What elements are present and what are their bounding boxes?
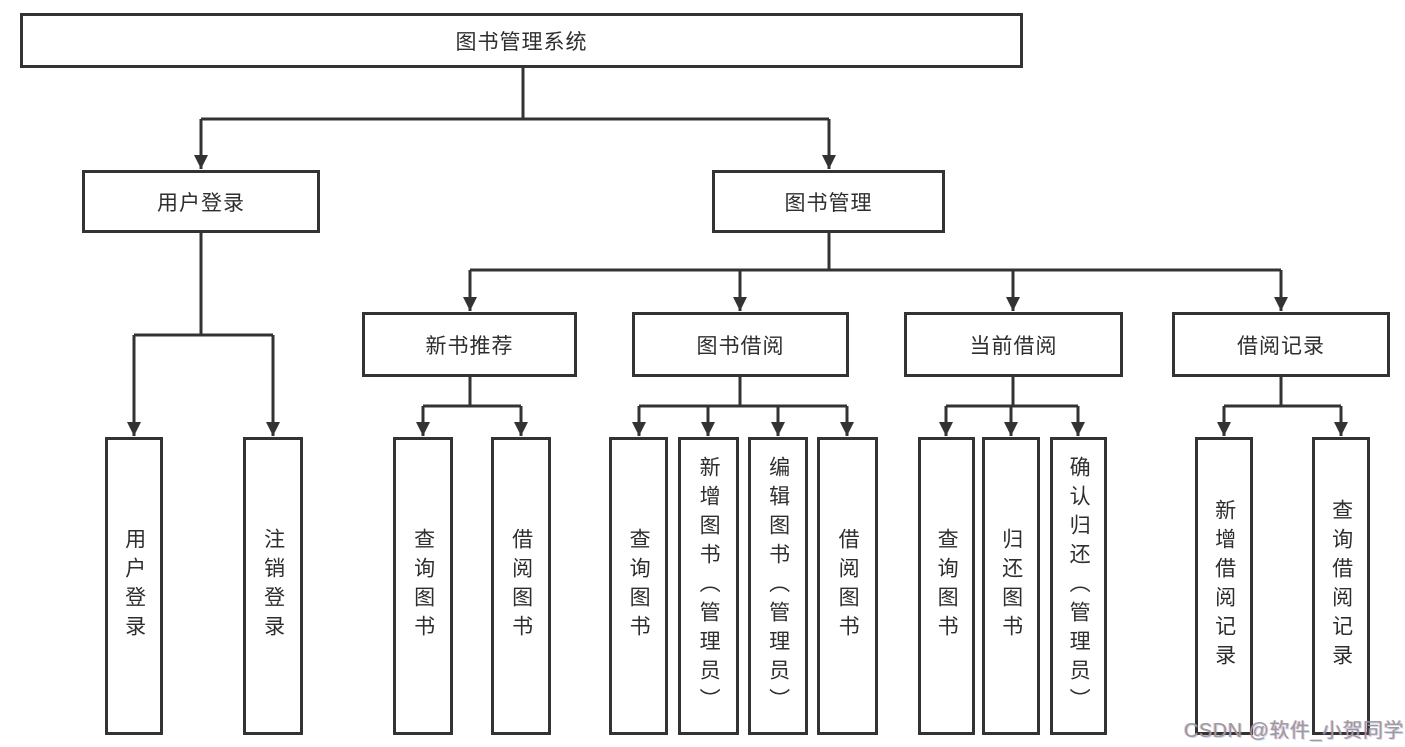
leaf-label: 查询图书 xyxy=(627,528,651,644)
leaf-label: 新增借阅记录 xyxy=(1212,499,1236,673)
leaf-label: 用户登录 xyxy=(122,528,146,644)
leaf-label: 借阅图书 xyxy=(836,528,860,644)
leaf-label: 借阅图书 xyxy=(509,528,533,644)
leaf-query-books-current: 查询图书 xyxy=(918,437,975,735)
node-user-login: 用户登录 xyxy=(82,170,320,233)
leaf-return-books: 归还图书 xyxy=(982,437,1040,735)
leaf-label: 查询图书 xyxy=(935,528,959,644)
leaf-label: 新增图书（管理员） xyxy=(697,455,721,717)
node-library-management-system: 图书管理系统 xyxy=(20,13,1023,68)
leaf-add-book-admin: 新增图书（管理员） xyxy=(678,437,739,735)
leaf-label: 注销登录 xyxy=(261,528,285,644)
leaf-label: 归还图书 xyxy=(999,528,1023,644)
node-new-book-recommend: 新书推荐 xyxy=(362,312,577,377)
leaf-label: 确认归还（管理员） xyxy=(1067,455,1091,717)
leaf-borrow-books-recommend: 借阅图书 xyxy=(491,437,551,735)
leaf-logout: 注销登录 xyxy=(243,437,303,735)
node-book-borrow: 图书借阅 xyxy=(632,312,849,377)
leaf-query-books-borrow: 查询图书 xyxy=(609,437,668,735)
node-book-management: 图书管理 xyxy=(712,170,945,233)
node-current-borrow: 当前借阅 xyxy=(904,312,1123,377)
leaf-query-books-recommend: 查询图书 xyxy=(393,437,453,735)
leaf-label: 查询借阅记录 xyxy=(1329,499,1353,673)
leaf-add-borrow-record: 新增借阅记录 xyxy=(1195,437,1253,735)
csdn-watermark: CSDN @软件_小贺同学 xyxy=(1184,720,1405,742)
node-borrow-records: 借阅记录 xyxy=(1172,312,1390,377)
leaf-confirm-return-admin: 确认归还（管理员） xyxy=(1050,437,1107,735)
leaf-label: 编辑图书（管理员） xyxy=(766,455,790,717)
leaf-borrow-books: 借阅图书 xyxy=(817,437,878,735)
leaf-edit-book-admin: 编辑图书（管理员） xyxy=(748,437,808,735)
leaf-label: 查询图书 xyxy=(411,528,435,644)
leaf-user-login: 用户登录 xyxy=(105,437,163,735)
leaf-query-borrow-record: 查询借阅记录 xyxy=(1312,437,1370,735)
